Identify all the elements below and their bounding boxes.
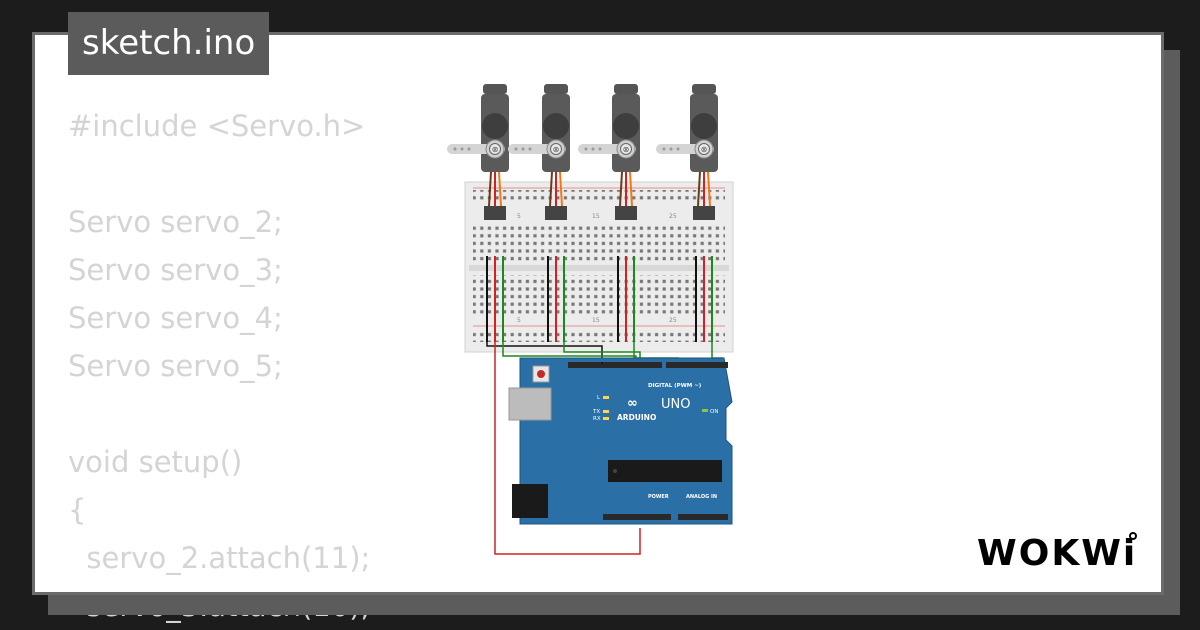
wokwi-logo: WOKWi xyxy=(977,532,1137,574)
servo-1[interactable]: ⊗ xyxy=(447,84,509,220)
servo-4[interactable]: ⊗ xyxy=(656,84,718,220)
code-line: Servo servo_5; xyxy=(68,349,283,383)
bb-col-label: 25 xyxy=(669,317,677,324)
board-model: UNO xyxy=(661,397,690,412)
digital-header-1 xyxy=(568,362,662,368)
infinity-logo-icon: ∞ xyxy=(627,396,638,411)
bb-col-label: 5 xyxy=(517,317,521,324)
bb-col-label: 15 xyxy=(592,317,600,324)
screw-icon: ⊗ xyxy=(701,145,708,154)
atmega-chip xyxy=(608,460,722,482)
code-line: #include <Servo.h> xyxy=(68,109,366,143)
l-led-label: L xyxy=(597,395,601,401)
board-brand: ARDUINO xyxy=(617,413,656,422)
on-label: ON xyxy=(710,409,718,415)
file-tab-sketch[interactable]: sketch.ino xyxy=(68,12,270,75)
usb-port xyxy=(508,387,552,421)
screw-icon: ⊗ xyxy=(553,145,560,154)
tx-led-label: TX xyxy=(592,409,600,415)
analog-header xyxy=(678,514,728,520)
servo-3[interactable]: ⊗ xyxy=(578,84,640,220)
breadboard: 5 15 25 5 15 25 xyxy=(464,181,734,353)
bb-col-label: 5 xyxy=(517,213,521,220)
code-line: Servo servo_3; xyxy=(68,253,283,287)
code-line: Servo servo_4; xyxy=(68,301,283,335)
code-line xyxy=(68,390,370,438)
bb-col-label: 15 xyxy=(592,213,600,220)
code-line xyxy=(68,150,370,198)
code-line: { xyxy=(68,493,87,527)
servo-2[interactable]: ⊗ xyxy=(508,84,570,220)
code-line: Servo servo_2; xyxy=(68,205,283,239)
logo-text: WOKWi xyxy=(977,533,1137,574)
bb-col-label: 25 xyxy=(669,213,677,220)
digital-header-2 xyxy=(666,362,728,368)
power-jack xyxy=(512,484,548,518)
digital-label: DIGITAL (PWM ~) xyxy=(648,383,702,389)
code-line: servo_2.attach(11); xyxy=(68,541,371,575)
screw-icon: ⊗ xyxy=(492,145,499,154)
circuit-diagram[interactable]: 5 15 25 5 15 25 ⊗ ⊗ xyxy=(440,80,740,560)
rx-led-label: RX xyxy=(593,416,601,422)
code-line: void setup() xyxy=(68,445,243,479)
analog-label: ANALOG IN xyxy=(686,494,717,500)
power-label: POWER xyxy=(648,494,669,500)
arduino-uno-board[interactable]: DIGITAL (PWM ~) UNO ARDUINO ∞ ON L TX RX… xyxy=(508,357,733,525)
code-editor[interactable]: #include <Servo.h> Servo servo_2; Servo se… xyxy=(68,102,370,630)
card-bottom-border xyxy=(35,592,1164,595)
card-shadow-bottom xyxy=(48,595,1180,615)
screw-icon: ⊗ xyxy=(623,145,630,154)
power-header xyxy=(603,514,671,520)
